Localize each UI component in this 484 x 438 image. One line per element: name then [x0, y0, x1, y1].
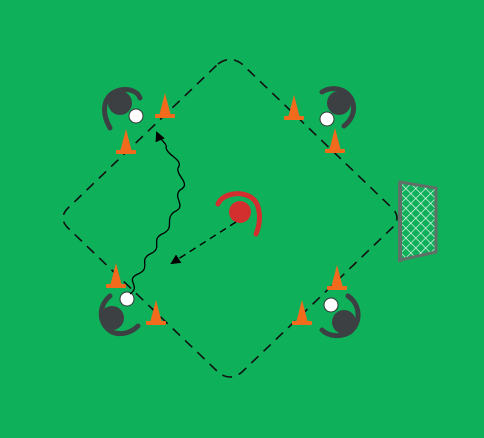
cone-top-right-2: [325, 128, 345, 153]
cone-bottom-left-2: [146, 300, 166, 325]
station-top-left: [102, 87, 175, 154]
ball-top-left: [128, 108, 144, 124]
pass-arrow: [170, 221, 237, 265]
dribble-arrow: [129, 131, 186, 295]
station-bottom-right: [292, 265, 361, 339]
player-bottom-right: [319, 293, 361, 339]
boundary-dashed-line: [62, 58, 398, 378]
ball-top-right: [319, 111, 335, 127]
ball-bottom-left: [119, 291, 135, 307]
goal: [398, 180, 438, 262]
station-top-right: [284, 86, 357, 153]
player-bottom-left: [98, 293, 141, 337]
cone-top-right-1: [284, 95, 304, 120]
cone-top-left-1: [155, 93, 175, 118]
player-top-right: [319, 86, 357, 129]
cone-bottom-left-1: [106, 263, 126, 288]
cone-bottom-right-2: [292, 300, 312, 325]
ball-bottom-right: [323, 297, 339, 313]
cone-bottom-right-1: [327, 265, 347, 290]
coach: [215, 191, 262, 237]
player-top-left: [102, 87, 143, 131]
station-bottom-left: [98, 263, 166, 337]
cone-top-left-2: [116, 129, 136, 154]
